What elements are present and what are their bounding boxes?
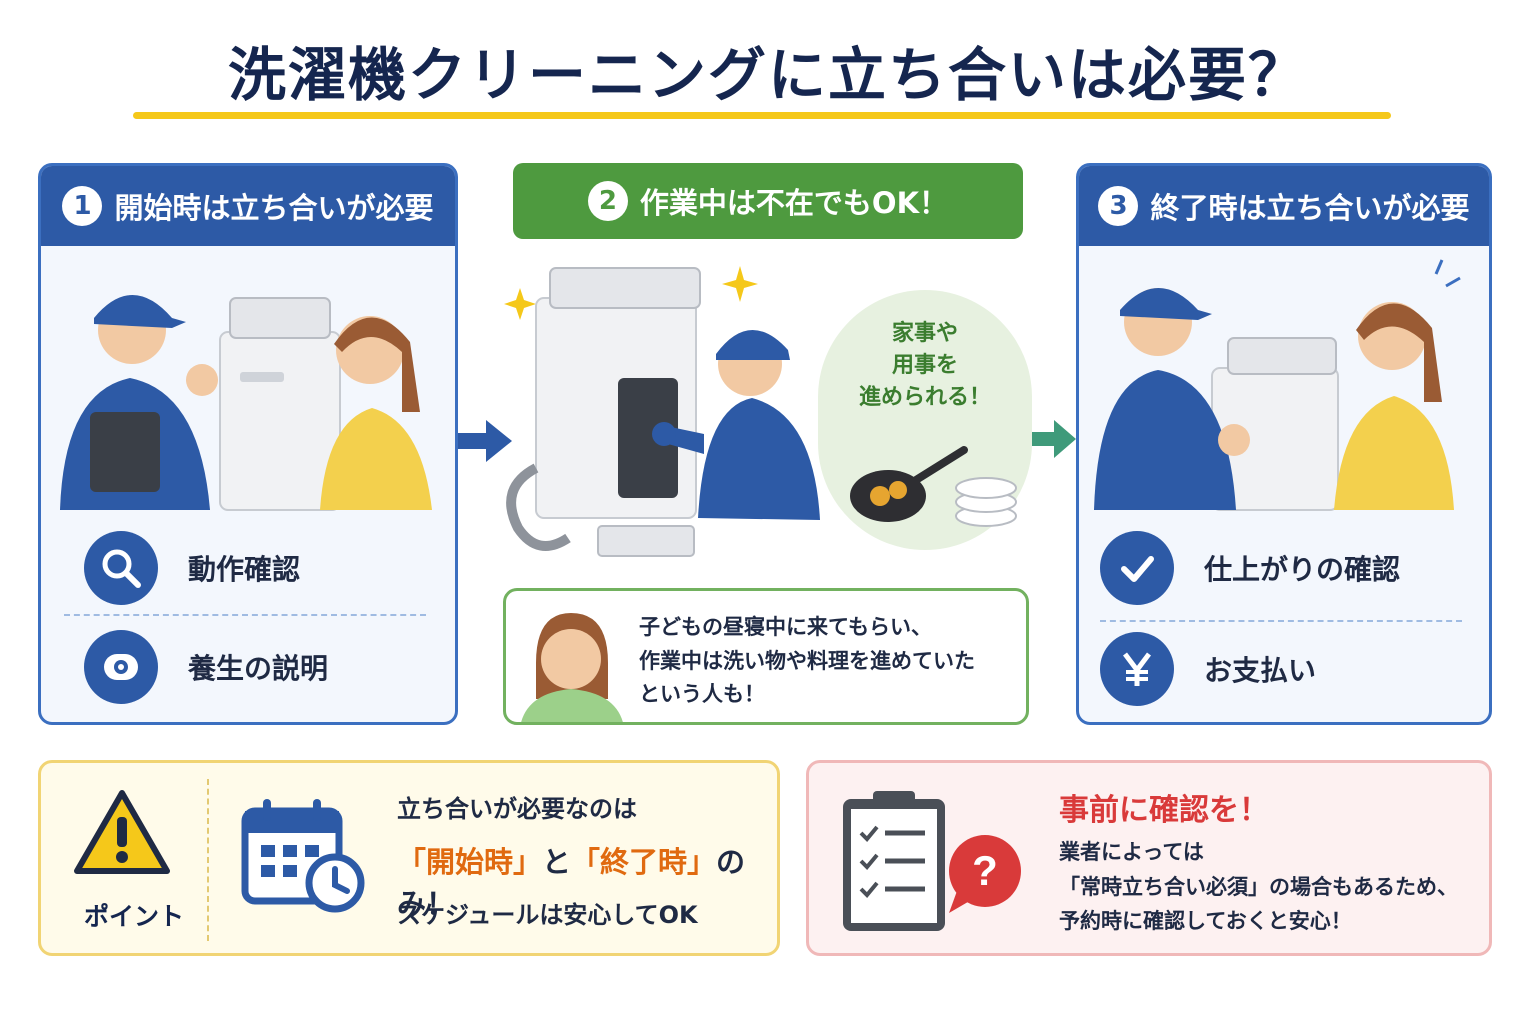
arrow-right-icon bbox=[1032, 420, 1076, 458]
confirm-box: ? 事前に確認を！ 業者によっては 「常時立ち合い必須」の場合もあるため、 予約… bbox=[806, 760, 1492, 956]
page-title: 洗濯機クリーニングに立ち合いは必要？ bbox=[227, 41, 1308, 109]
step1-divider bbox=[64, 614, 426, 616]
svg-text:?: ? bbox=[972, 847, 998, 894]
quote-box: 子どもの昼寝中に来てもらい、 作業中は洗い物や料理を進めていた という人も！ bbox=[503, 588, 1029, 725]
tape-roll-icon bbox=[84, 630, 158, 704]
confirm-title: 事前に確認を！ bbox=[1059, 793, 1269, 828]
step1-illustration bbox=[60, 295, 432, 511]
step3-item-label: お支払い bbox=[1204, 654, 1317, 687]
clipboard-checklist-icon: ? bbox=[843, 791, 1021, 931]
step2-title: 作業中は不在でもOK！ bbox=[639, 186, 949, 220]
step1-item-label: 動作確認 bbox=[188, 553, 301, 586]
arrow-right-icon bbox=[458, 420, 512, 462]
point-line3: スケジュールは安心してOK bbox=[397, 901, 698, 929]
step3-number: 3 bbox=[1098, 186, 1139, 226]
point-line2: 「開始時」と「終了時」のみ！ bbox=[397, 845, 746, 921]
step3-item-finish-check: 仕上がりの確認 bbox=[1100, 531, 1400, 605]
point-box: ポイント 立ち合いが必要なのは 「開始時」と「終了時」のみ！ スケジュールは安心… bbox=[38, 760, 780, 956]
step3-item-label: 仕上がりの確認 bbox=[1204, 553, 1401, 586]
step3-illustration bbox=[1094, 259, 1461, 511]
chores-bubble-text: 家事や 用事を 進められる！ bbox=[858, 321, 991, 410]
point-label: ポイント bbox=[83, 902, 184, 931]
warning-icon bbox=[74, 790, 170, 874]
point-separator bbox=[207, 779, 209, 941]
yen-icon bbox=[1100, 632, 1174, 706]
step3-header: 3 終了時は立ち合いが必要 bbox=[1079, 166, 1489, 246]
step2-header: 2 作業中は不在でもOK！ bbox=[513, 163, 1023, 239]
step1-item-protection: 養生の説明 bbox=[84, 630, 328, 704]
quote-text: 子どもの昼寝中に来てもらい、 作業中は洗い物や料理を進めていた という人も！ bbox=[639, 615, 975, 707]
step1-item-label: 養生の説明 bbox=[188, 652, 329, 685]
point-line1: 立ち合いが必要なのは bbox=[397, 795, 637, 823]
step1-title: 開始時は立ち合いが必要 bbox=[114, 191, 434, 225]
step1-item-operation-check: 動作確認 bbox=[84, 531, 300, 605]
check-icon bbox=[1100, 531, 1174, 605]
title-underline bbox=[133, 112, 1391, 119]
step3-divider bbox=[1100, 620, 1462, 622]
frying-pan-icon bbox=[850, 446, 1017, 527]
calendar-clock-icon bbox=[241, 799, 365, 913]
woman-avatar bbox=[521, 613, 623, 722]
confirm-text: 業者によっては 「常時立ち合い必須」の場合もあるため、 予約時に確認しておくと安… bbox=[1059, 840, 1458, 934]
step1-header: 1 開始時は立ち合いが必要 bbox=[41, 166, 455, 246]
step3-title: 終了時は立ち合いが必要 bbox=[1150, 191, 1470, 225]
search-icon bbox=[84, 531, 158, 605]
step2-number: 2 bbox=[587, 181, 628, 221]
step2-illustration bbox=[504, 266, 820, 557]
step1-number: 1 bbox=[62, 186, 103, 226]
step3-item-payment: お支払い bbox=[1100, 632, 1316, 706]
